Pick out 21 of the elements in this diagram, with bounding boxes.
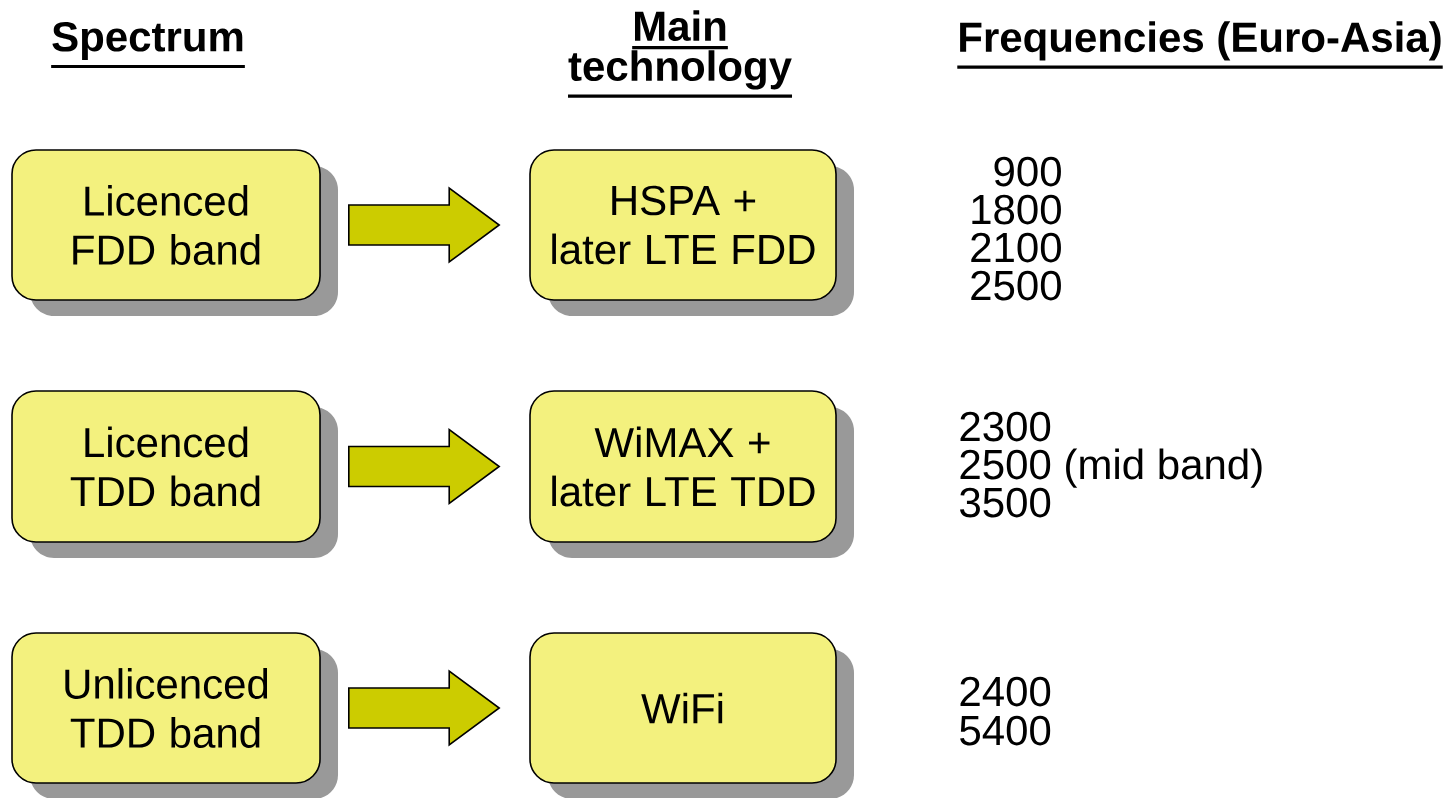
process-box: HSPA + later LTE FDD [529, 149, 854, 316]
process-box: Licenced TDD band [11, 390, 338, 558]
block-arrow [348, 186, 501, 264]
frequency-value: 900 [994, 156, 1061, 187]
column-heading: Spectrum [51, 21, 245, 69]
column-heading: Frequencies (Euro-Asia) [957, 21, 1443, 69]
column-heading: Main technology [568, 10, 792, 98]
process-box: Licenced FDD band [11, 149, 338, 316]
process-box: Unlicenced TDD band [11, 632, 338, 798]
frequency-value: 2400 [960, 676, 1051, 707]
frequency-value: 2300 [960, 411, 1051, 442]
block-arrow [348, 669, 501, 747]
frequency-value: 5400 [960, 715, 1051, 746]
frequency-value: 1800 [972, 194, 1061, 225]
frequency-value: 3500 [960, 487, 1051, 518]
process-box: WiMAX + later LTE TDD [529, 390, 854, 558]
process-box: WiFi [529, 632, 854, 798]
frequency-value: 2100 [971, 232, 1061, 263]
block-arrow [348, 427, 501, 506]
frequency-value: 2500 [971, 270, 1061, 301]
frequency-value: 2500 (mid band) [960, 448, 1262, 488]
